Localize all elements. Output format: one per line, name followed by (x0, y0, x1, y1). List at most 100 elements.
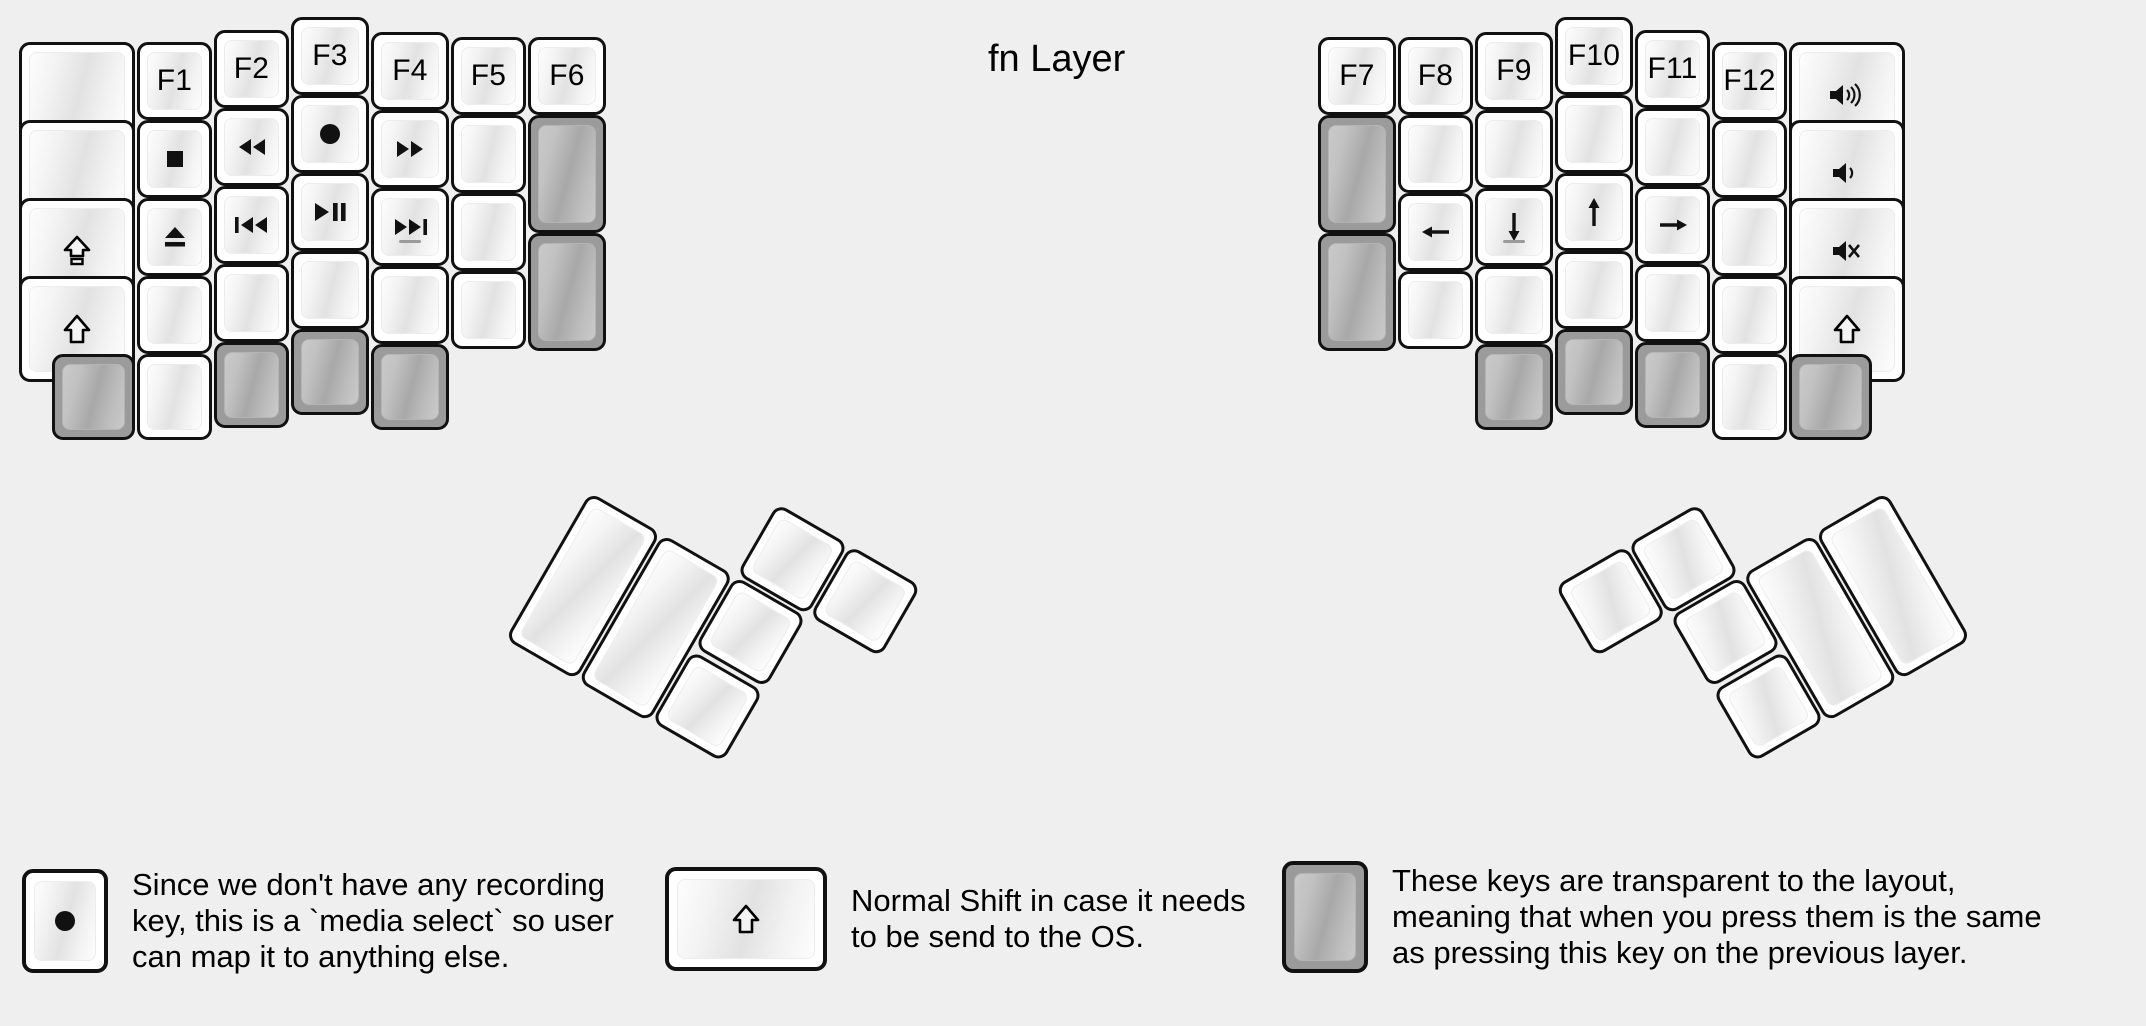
key-left-c1-r0[interactable]: F1 (137, 42, 212, 120)
key-label: F1 (156, 64, 193, 97)
keycap-face (1485, 120, 1543, 178)
key-left-c2-r3[interactable] (214, 264, 289, 342)
key-left-c1-r2[interactable] (137, 198, 212, 276)
key-right-c0-r1[interactable] (1318, 115, 1396, 233)
keycap-face (1726, 664, 1811, 749)
keycap-face (1645, 352, 1700, 418)
key-left-c4-r3[interactable] (371, 266, 449, 344)
key-left-c2-r2[interactable] (214, 186, 289, 264)
keycap-face (461, 203, 516, 261)
key-right-c4-r0[interactable]: F11 (1635, 30, 1710, 108)
key-right-c4-r2[interactable] (1635, 186, 1710, 264)
key-right-c0-r2[interactable] (1318, 233, 1396, 351)
keycap-face (62, 364, 125, 430)
key-left-c5-r2[interactable] (451, 193, 526, 271)
keycap-face (1565, 261, 1623, 319)
key-left-c6-r2[interactable] (528, 233, 606, 351)
media-rewind-icon (235, 137, 269, 157)
key-left-bottom-transparent[interactable] (52, 354, 135, 440)
keycap-face (224, 196, 279, 254)
key-right-c4-r1[interactable] (1635, 108, 1710, 186)
key-left-c4-r2[interactable] (371, 188, 449, 266)
key-left-c2-r1[interactable] (214, 108, 289, 186)
keyboard-board: fn Layer F1 F2 F3 F4 (19, 17, 2001, 856)
keycap-face (1722, 364, 1777, 430)
key-right-c5-r0[interactable]: F12 (1712, 42, 1787, 120)
key-left-c4-r4[interactable] (371, 344, 449, 430)
key-left-c1-r4[interactable] (137, 354, 212, 440)
key-right-c3-r3[interactable] (1555, 251, 1633, 329)
keycap-face (665, 664, 750, 749)
shift-arrow-icon (1833, 313, 1861, 345)
keycap-face (1408, 281, 1463, 339)
keycap-face (1641, 516, 1726, 602)
keycap-face (224, 118, 279, 176)
key-left-c3-r4[interactable] (291, 329, 369, 415)
key-right-c1-r1[interactable] (1398, 115, 1473, 193)
key-label: F6 (549, 59, 585, 92)
key-left-c3-r0[interactable]: F3 (291, 17, 369, 95)
keycap-face: F6 (538, 47, 596, 105)
keycap-face (1408, 203, 1463, 261)
key-right-c2-r0[interactable]: F9 (1475, 32, 1553, 110)
key-right-c2-r3[interactable] (1475, 266, 1553, 344)
keycap-face: F11 (1645, 40, 1700, 98)
key-left-c3-r3[interactable] (291, 251, 369, 329)
key-right-c5-r3[interactable] (1712, 276, 1787, 354)
key-left-c1-r1[interactable] (137, 120, 212, 198)
key-label: F9 (1496, 54, 1532, 87)
key-right-c3-r2[interactable] (1555, 173, 1633, 251)
key-right-c3-r0[interactable]: F10 (1555, 17, 1633, 95)
key-left-c2-r0[interactable]: F2 (214, 30, 289, 108)
key-right-c5-r2[interactable] (1712, 198, 1787, 276)
page-title: fn Layer (988, 38, 1126, 80)
keycap-face (1722, 286, 1777, 344)
keycap-face (1683, 589, 1768, 675)
key-right-c5-r4[interactable] (1712, 354, 1787, 440)
key-left-c5-r3[interactable] (451, 271, 526, 349)
keycap-face: F1 (147, 52, 202, 110)
keycap-face (1565, 105, 1623, 163)
homing-bump-icon (399, 240, 421, 243)
keycap-face (538, 243, 596, 341)
key-left-c3-r1[interactable] (291, 95, 369, 173)
keycap-face: F9 (1485, 42, 1543, 100)
key-right-c1-r3[interactable] (1398, 271, 1473, 349)
key-left-c5-r1[interactable] (451, 115, 526, 193)
media-stop-icon (163, 147, 187, 171)
key-right-c0-r0[interactable]: F7 (1318, 37, 1396, 115)
key-left-c6-r1[interactable] (528, 115, 606, 233)
media-next-track-icon (391, 217, 429, 237)
keycap-face (1328, 243, 1386, 341)
keycap-face: F5 (461, 47, 516, 105)
key-right-c5-r1[interactable] (1712, 120, 1787, 198)
key-left-c6-r0[interactable]: F6 (528, 37, 606, 115)
keycap-face (301, 339, 359, 405)
keycap-face (224, 274, 279, 332)
keycap-face (461, 281, 516, 339)
key-right-c2-r2[interactable] (1475, 188, 1553, 266)
key-right-c2-r4[interactable] (1475, 344, 1553, 430)
key-left-c4-r0[interactable]: F4 (371, 32, 449, 110)
keycap-face (1485, 354, 1543, 420)
key-right-c4-r3[interactable] (1635, 264, 1710, 342)
key-left-c4-r1[interactable] (371, 110, 449, 188)
key-label: F5 (470, 59, 507, 92)
key-right-c1-r0[interactable]: F8 (1398, 37, 1473, 115)
key-right-c4-r4[interactable] (1635, 342, 1710, 428)
keycap-face (381, 120, 439, 178)
key-left-c3-r2[interactable] (291, 173, 369, 251)
key-left-c1-r3[interactable] (137, 276, 212, 354)
key-right-c1-r2[interactable] (1398, 193, 1473, 271)
key-left-c5-r0[interactable]: F5 (451, 37, 526, 115)
key-right-c3-r4[interactable] (1555, 329, 1633, 415)
key-right-c2-r1[interactable] (1475, 110, 1553, 188)
key-left-c2-r4[interactable] (214, 342, 289, 428)
legend-item-record: Since we don't have any recording key, t… (22, 867, 662, 975)
keycap-face (1485, 276, 1543, 334)
key-right-c6-r4[interactable] (1789, 354, 1872, 440)
keycap-face (677, 879, 815, 959)
right-thumb-cluster (1554, 440, 2001, 856)
key-right-c3-r1[interactable] (1555, 95, 1633, 173)
keycap-face (1294, 873, 1356, 961)
